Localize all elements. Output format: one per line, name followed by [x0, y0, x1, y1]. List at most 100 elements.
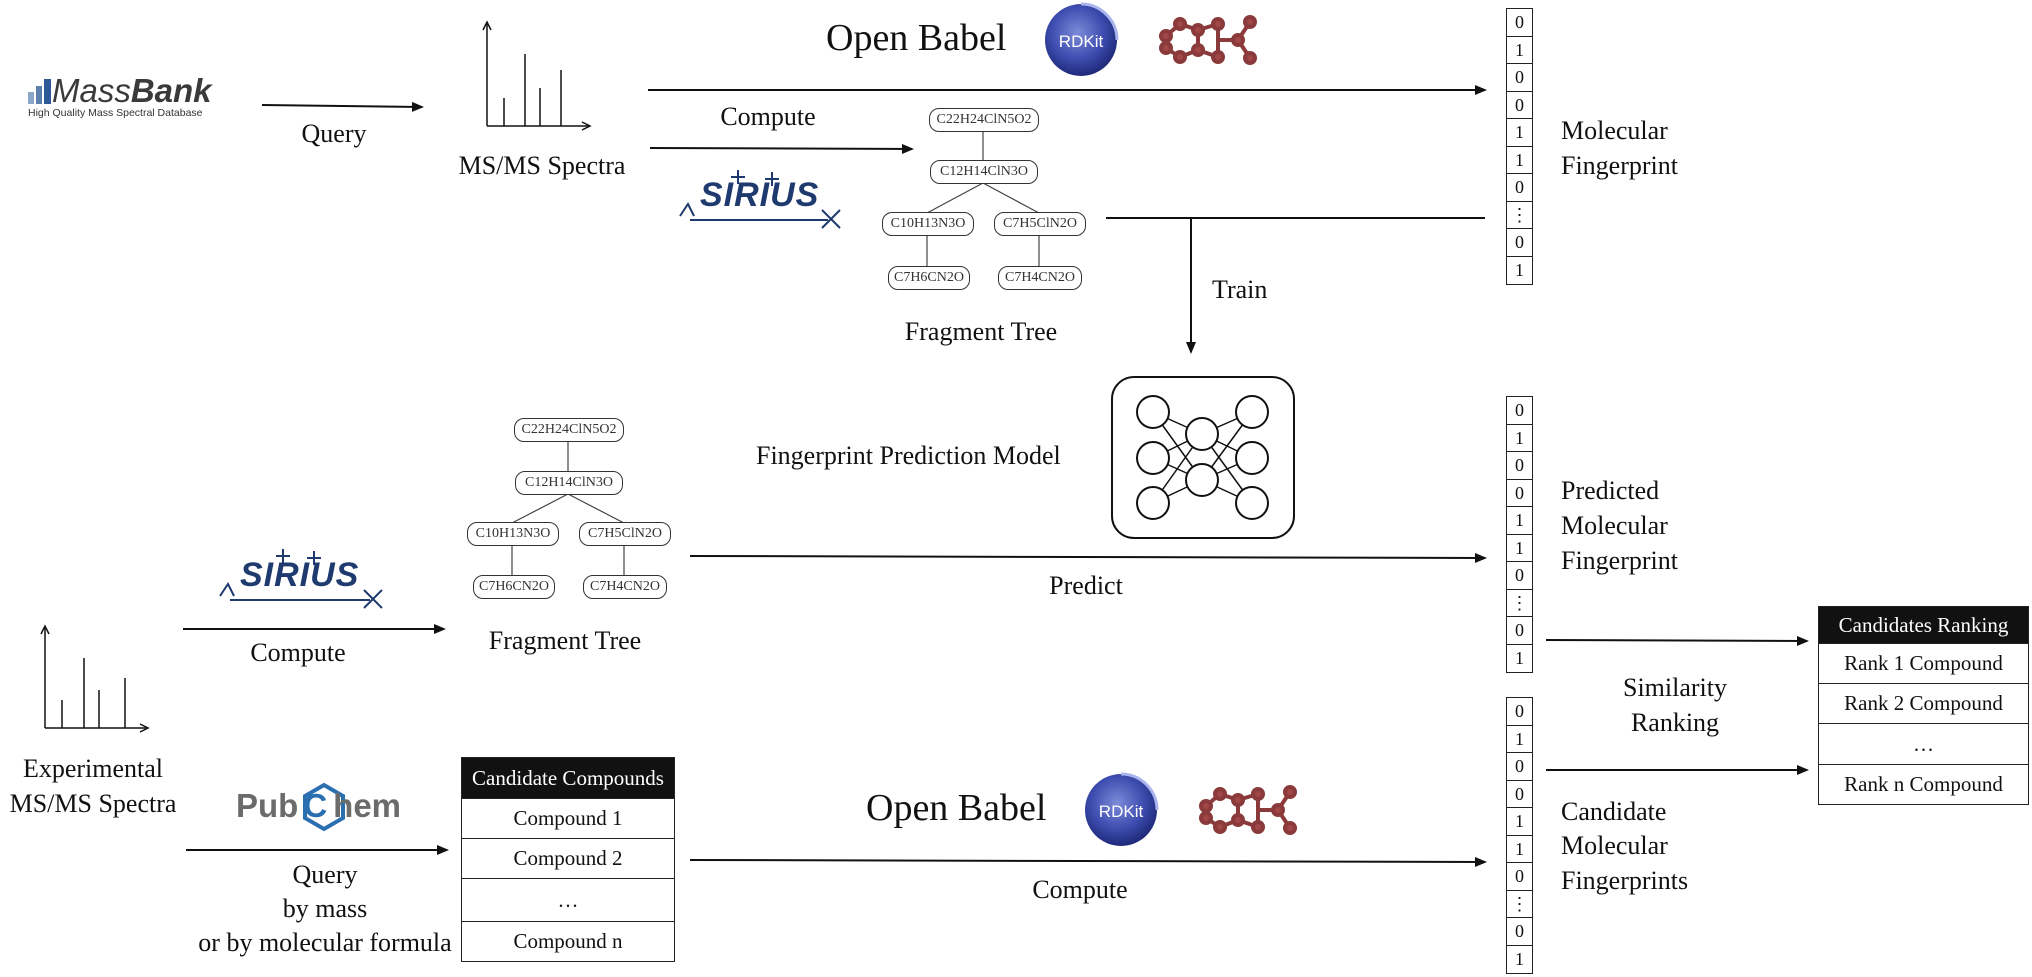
candidate-fp-label-3: Fingerprints [1561, 866, 1689, 895]
molecular-fingerprint-label-2: Fingerprint [1561, 151, 1678, 180]
candidate-compound-row: Compound n [462, 921, 674, 961]
fingerprint-bit: 0 [1507, 918, 1532, 946]
query-arrow [261, 101, 424, 112]
ranking-row: … [1819, 723, 2028, 764]
fingerprint-bit: 1 [1507, 119, 1532, 147]
massbank-logo: MassBank [52, 72, 212, 110]
similarity-label-2: Ranking [1630, 708, 1720, 737]
openbabel-label-bottom: Open Babel [866, 787, 1047, 829]
fingerprint-bit: 0 [1507, 92, 1532, 119]
ranking-row: Rank n Compound [1819, 764, 2028, 804]
tree-node-left: C10H13N3O [467, 522, 559, 546]
rdkit-text-bottom: RDKit [1099, 802, 1144, 821]
pubchem-text-a: Pub [236, 787, 299, 824]
tree-node-mid: C12H14ClN3O [515, 471, 623, 495]
fingerprint-bit: 0 [1507, 781, 1532, 808]
massbank-tagline: High Quality Mass Spectral Database [28, 107, 203, 119]
fingerprint-bit: 1 [1507, 425, 1532, 452]
fingerprint-bit: ⋮ [1507, 891, 1532, 918]
experimental-label-2: MS/MS Spectra [9, 789, 177, 818]
fingerprint-bit: 1 [1507, 147, 1532, 174]
candidates-ranking-header: Candidates Ranking [1819, 607, 2028, 643]
candidate-compounds-table: Candidate Compounds Compound 1 Compound … [461, 757, 675, 962]
compute-arrow-top [649, 143, 914, 154]
fingerprint-bit: 0 [1507, 617, 1532, 645]
fingerprint-bit: 0 [1507, 698, 1532, 726]
fragment-tree-edges-top [926, 131, 1040, 267]
candidates-ranking-table: Candidates Ranking Rank 1 Compound Rank … [1818, 606, 2029, 805]
molecular-fingerprint-label-1: Molecular [1561, 116, 1668, 145]
cdk-molecule-icon-bottom [1199, 785, 1297, 835]
tree-node-left: C10H13N3O [882, 212, 974, 236]
tree-node-mid: C12H14ClN3O [930, 160, 1038, 184]
spectra-label-top: MS/MS Spectra [458, 151, 626, 180]
tree-node-left-leaf: C7H6CN2O [473, 575, 555, 599]
fingerprint-bit: 0 [1507, 562, 1532, 590]
pubchem-hexagon-icon [303, 782, 345, 832]
predicted-fp-label-3: Fingerprint [1561, 546, 1678, 575]
fingerprint-bit: 1 [1507, 836, 1532, 863]
fingerprint-bit: 1 [1515, 259, 1524, 280]
candidate-fp-label-2: Molecular [1561, 831, 1668, 860]
spectrum-icon-experimental [40, 624, 150, 733]
fingerprint-column-molecular: 0 1 0 0 1 1 0 ⋮ 0 1 [1506, 8, 1533, 285]
cdk-molecule-icon-top [1159, 15, 1257, 65]
fingerprint-bit: 0 [1507, 397, 1532, 425]
fragment-tree-label-top: Fragment Tree [904, 317, 1058, 346]
experimental-label-1: Experimental [22, 754, 164, 783]
tree-node-right-leaf: C7H4CN2O [998, 266, 1082, 290]
openbabel-label-top: Open Babel [826, 17, 1007, 59]
massbank-bars-icon [28, 79, 51, 104]
predicted-fp-label-2: Molecular [1561, 511, 1668, 540]
neural-network-icon [1111, 376, 1295, 539]
compute-label-middle: Compute [250, 638, 346, 667]
fingerprint-bit: 0 [1507, 9, 1532, 37]
compute-label-bottom: Compute [1032, 875, 1128, 904]
train-label: Train [1212, 275, 1268, 304]
predicted-fp-label-1: Predicted [1561, 476, 1660, 505]
fingerprint-bit: 1 [1507, 37, 1532, 64]
fingerprint-bit: 1 [1507, 726, 1532, 753]
fingerprint-bit: 0 [1507, 174, 1532, 202]
query-label-top: Query [301, 119, 367, 148]
rdkit-logo-top: RDKit [1045, 2, 1119, 76]
tree-node-right-leaf: C7H4CN2O [583, 575, 667, 599]
massbank-name-b: Bank [130, 72, 212, 109]
predict-label: Predict [1049, 571, 1123, 600]
rdkit-logo-bottom: RDKit [1085, 772, 1159, 846]
predict-arrow [689, 552, 1487, 563]
sirius-logo-middle: SIRIUS [240, 556, 360, 594]
tree-node-right: C7H5ClN2O [579, 522, 671, 546]
candidate-compound-row: … [462, 878, 674, 921]
rdkit-text-top: RDKit [1059, 32, 1104, 51]
fingerprint-column-predicted: 0 1 0 0 1 1 0 ⋮ 0 1 [1506, 396, 1533, 673]
compute-label-top: Compute [720, 102, 816, 131]
candidate-compound-row: Compound 2 [462, 838, 674, 878]
fingerprint-bit: 0 [1507, 452, 1532, 480]
query-label-bottom-3: or by molecular formula [198, 928, 452, 957]
fingerprint-bit: 0 [1507, 229, 1532, 257]
fingerprint-bit: 0 [1507, 480, 1532, 507]
sirius-decoration-top [679, 170, 841, 229]
pubchem-text-b: hem [333, 787, 402, 824]
ranking-row: Rank 2 Compound [1819, 683, 2028, 723]
fingerprint-bit: 0 [1507, 863, 1532, 891]
tree-node-right: C7H5ClN2O [994, 212, 1086, 236]
fingerprint-bit: ⋮ [1507, 202, 1532, 229]
similarity-arrow-predicted [1545, 635, 1809, 646]
fingerprint-bit: 0 [1507, 64, 1532, 92]
candidate-compounds-header: Candidate Compounds [462, 758, 674, 798]
candidate-compound-row: Compound 1 [462, 798, 674, 838]
spectrum-icon-top [482, 20, 592, 131]
query-label-bottom-2: by mass [282, 894, 368, 923]
fingerprint-bit: 1 [1507, 535, 1532, 562]
ranking-row: Rank 1 Compound [1819, 643, 2028, 683]
fragment-tree-edges-middle [511, 441, 625, 576]
fingerprint-bit: 0 [1507, 753, 1532, 781]
sirius-logo-top: SIRIUS [700, 176, 820, 214]
tree-node-root: C22H24ClN5O2 [514, 418, 624, 442]
pubchem-text-c: C [303, 787, 328, 824]
